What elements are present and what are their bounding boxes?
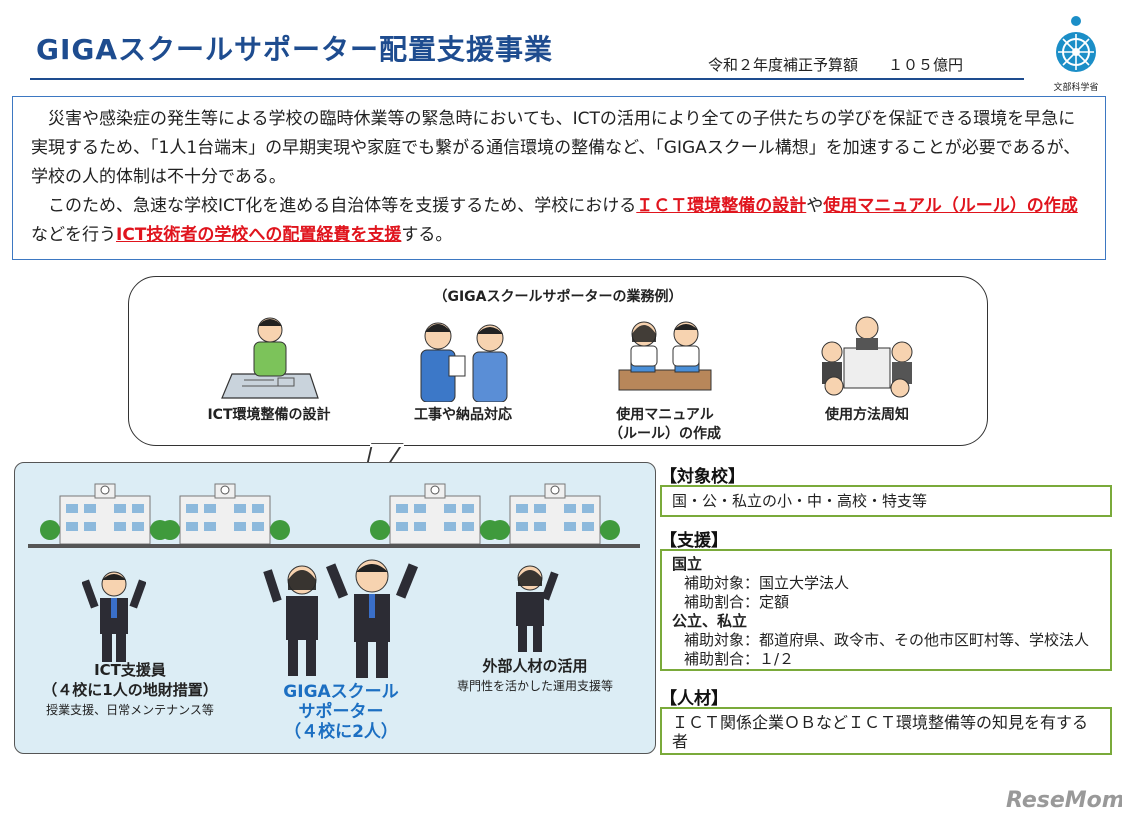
watermark-logo: ReseMom [1006,788,1122,813]
support-box: 国立 補助対象：国立大学法人 補助割合：定額 公立、私立 補助対象：都道府県、政… [660,549,1112,671]
logo-label: 文部科学省 [1053,83,1099,93]
support-heading: 【支援】 [660,531,728,551]
task-manual-label: 使用マニュアル （ルール）の作成 [609,407,721,442]
external-staff-label: 外部人材の活用 専門性を活かした運用支援等 [440,656,630,696]
ict-staff-figure-icon [82,571,146,662]
header-divider [30,78,1024,80]
support-national-rate: 補助割合：定額 [684,593,790,611]
support-public: 公立、私立 [672,612,748,630]
support-public-target: 補助対象：都道府県、政令市、その他市区町村等、学校法人 [684,631,1090,649]
intro-text-b: や [806,196,824,216]
highlight-support: ICT技術者の学校への配置経費を支援 [116,225,402,245]
giga-supporter-title: GIGAスクール [283,682,399,702]
support-national: 国立 [672,555,703,573]
external-staff-role: 専門性を活かした運用支援等 [456,679,613,693]
logo-dot-icon [1071,16,1081,26]
external-staff-title: 外部人材の活用 [482,657,588,675]
external-staff-figure-icon [516,565,559,652]
page-title: GIGAスクールサポーター配置支援事業 [36,33,554,66]
task-manual: 使用マニュアル （ルール）の作成 [580,310,750,444]
support-national-target: 補助対象：国立大学法人 [684,574,850,592]
target-schools-box: 国・公・私立の小・中・高校・特支等 [660,485,1112,517]
target-schools-text: 国・公・私立の小・中・高校・特支等 [672,492,928,510]
intro-paragraph-2: このため、急速な学校ICT化を進める自治体等を支援するため、学校におけるＩＣＴ環… [31,192,1087,250]
giga-supporter-allocation: （４校に2人） [284,722,398,742]
task-construction-label: 工事や納品対応 [414,407,512,423]
intro-paragraph-1: 災害や感染症の発生等による学校の臨時休業等の緊急時においても、ICTの活用により… [31,109,1081,187]
personnel-box: ＩＣＴ関係企業ＯＢなどＩＣＴ環境整備等の知見を有する者 [660,707,1112,755]
giga-supporter-subtitle: サポーター [298,702,384,722]
intro-text-c: などを行う [31,225,116,245]
intro-text-d: する。 [401,225,453,245]
designer-illustration-icon [221,317,319,399]
ict-staff-duties: 授業支援、日常メンテナンス等 [46,703,214,717]
intro-box: 災害や感染症の発生等による学校の臨時休業等の緊急時においても、ICTの活用により… [12,96,1106,260]
meeting-illustration-icon [821,316,913,398]
giga-supporters-figure-icon [263,559,419,678]
workers-illustration-icon [420,322,508,402]
target-schools-heading: 【対象校】 [660,467,745,487]
personnel-heading: 【人材】 [660,689,728,709]
task-usage: 使用方法周知 [782,310,952,425]
personnel-text: ＩＣＴ関係企業ＯＢなどＩＣＴ環境整備等の知見を有する者 [672,713,1089,751]
budget-amount: 令和２年度補正予算額 １０５億円 [708,56,964,74]
ground-line [28,544,640,548]
task-design-label: ICT環境整備の設計 [207,407,331,423]
ministry-emblem-icon [1056,32,1096,72]
task-design: ICT環境整備の設計 [184,310,354,425]
giga-supporter-label: GIGAスクール サポーター （４校に2人） [256,682,426,742]
students-illustration-icon [618,321,712,391]
task-construction: 工事や納品対応 [378,310,548,425]
highlight-manual: 使用マニュアル（ルール）の作成 [823,196,1078,216]
support-public-rate: 補助割合：１/２ [684,650,795,668]
task-usage-label: 使用方法周知 [825,407,909,423]
ict-staff-allocation: （４校に1人の地財措置） [42,681,218,699]
schools-illustration-icon [40,483,621,545]
highlight-design: ＩＣＴ環境整備の設計 [636,196,807,216]
ict-staff-title: ICT支援員 [94,661,166,679]
ict-staff-label: ICT支援員 （４校に1人の地財措置） 授業支援、日常メンテナンス等 [30,660,230,720]
ministry-logo: 文部科学省 [1050,16,1102,93]
intro-text-a: このため、急速な学校ICT化を進める自治体等を支援するため、学校における [48,196,637,216]
bubble-title: （GIGAスクールサポーターの業務例） [433,289,683,305]
